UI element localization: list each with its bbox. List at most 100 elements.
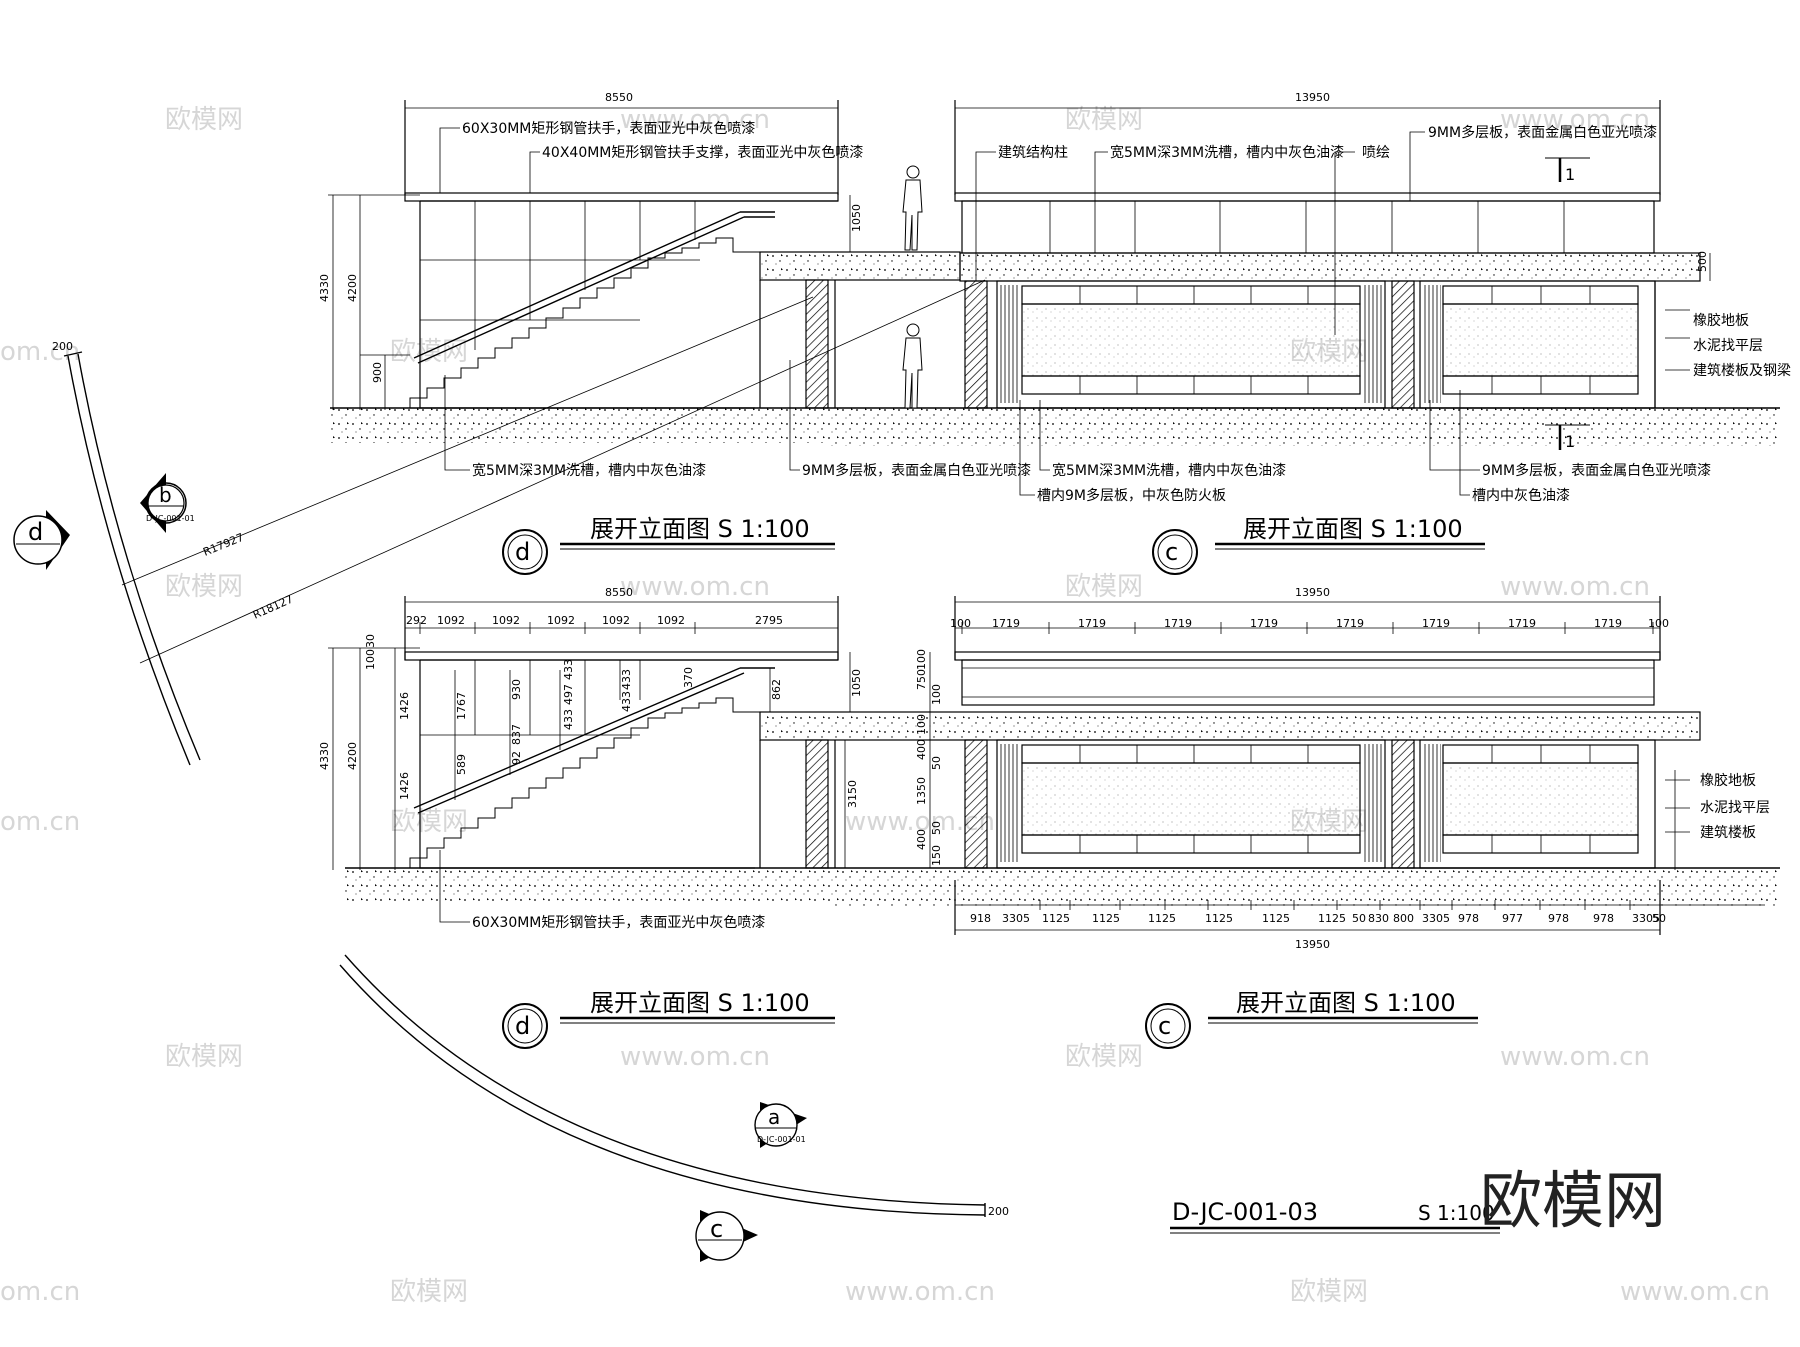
label-paint: 喷绘: [1362, 145, 1390, 161]
title-text: 展开立面图 S 1:100: [1243, 515, 1463, 543]
dim-top-segment: 1092: [547, 614, 575, 627]
curved-wall-outer: [344, 954, 986, 1206]
dim-inner: 433: [562, 659, 575, 680]
label-handrail: 60X30MM矩形钢管扶手，表面亚光中灰色喷漆: [462, 120, 755, 137]
dim-bottom-segment: 1125: [1262, 912, 1290, 925]
dim-top-segment: 1092: [657, 614, 685, 627]
title-marker-letter: c: [1158, 1012, 1171, 1040]
dim-inner: 1767: [455, 692, 468, 720]
dim-inner: 862: [770, 679, 783, 700]
dim-top-segment: 1719: [1250, 617, 1278, 630]
dim-left-segment: 1426: [398, 772, 411, 800]
dim-height: 4200: [346, 742, 359, 770]
dim-inner: 433: [562, 709, 575, 730]
dim-bottom-segment: 978: [1548, 912, 1569, 925]
label-groove-paint: 槽内中灰色油漆: [1472, 487, 1570, 504]
dim-top-segment: 1092: [492, 614, 520, 627]
watermark-text: www.om.cn: [620, 105, 770, 135]
dim-bottom-segment: 1125: [1148, 912, 1176, 925]
dim-height: 500: [1696, 251, 1709, 272]
dim-bottom-segment: 830: [1368, 912, 1389, 925]
label-groove-bottom: 宽5MM深3MM洗槽，槽内中灰色油漆: [1052, 462, 1286, 479]
dim-inner: 497: [562, 684, 575, 705]
label-board-top: 9MM多层板，表面金属白色亚光喷漆: [1428, 124, 1657, 141]
watermark-text: 欧模网: [1290, 1277, 1368, 1307]
dim-top-segment: 100: [1648, 617, 1669, 630]
watermark-text: www.om.cn: [1500, 105, 1650, 135]
dim-inner: 433: [620, 669, 633, 690]
dim-right-segment: 50: [930, 821, 943, 835]
plan-marker-ref: D-JC-001-01: [757, 1135, 806, 1144]
curved-wall-plan-upper: [63, 279, 986, 766]
dim-left-segment: 30: [364, 634, 377, 648]
wall-thickness-label: 200: [52, 340, 73, 353]
label-rubber-floor: 橡胶地板: [1700, 772, 1756, 789]
radius-line-2: [139, 279, 986, 664]
watermark-text: 欧模网: [165, 572, 243, 602]
label-slab: 建筑楼板: [1700, 825, 1756, 841]
label-board-bottom: 9MM多层板，表面金属白色亚光喷漆: [1482, 462, 1711, 479]
dim-overall-width: 8550: [605, 91, 633, 104]
title-text: 展开立面图 S 1:100: [590, 989, 810, 1017]
elevation-c-lower: [835, 596, 1780, 935]
title-marker-letter: d: [515, 538, 530, 566]
radius-label-2: R18127: [251, 593, 295, 622]
watermark-layer: 欧模网 www.om.cn 欧模网 www.om.cn om.cn 欧模网 欧模…: [0, 105, 1770, 1307]
dim-top-segment: 1719: [1508, 617, 1536, 630]
watermark-logo-text: 欧模网: [1480, 1164, 1666, 1237]
title-marker-letter: d: [515, 1012, 530, 1040]
dim-top-segment: 1092: [602, 614, 630, 627]
dim-bottom-segment: 3305: [1632, 912, 1660, 925]
label-cement-layer: 水泥找平层: [1700, 800, 1770, 816]
dim-inner: 837: [510, 724, 523, 745]
plan-marker-ref: D-JC-001-01: [146, 514, 195, 523]
title-block-c-lower: c 展开立面图 S 1:100: [1145, 989, 1478, 1049]
leader-lines-c-upper: [975, 131, 1690, 496]
section-mark-number: 1: [1565, 432, 1575, 451]
watermark-text: www.om.cn: [1620, 1277, 1770, 1307]
label-groove: 宽5MM深3MM洗槽，槽内中灰色油漆: [472, 462, 706, 479]
elevation-c-upper: [830, 100, 1780, 450]
dim-left-segment: 100: [364, 649, 377, 670]
dim-top-segment: 2795: [755, 614, 783, 627]
title-block-c-upper: c 展开立面图 S 1:100: [1152, 515, 1485, 575]
dim-right-segment: 150: [930, 845, 943, 866]
plan-marker-c: c: [695, 1210, 758, 1262]
watermark-text: 欧模网: [1065, 105, 1143, 135]
curved-wall-outer: [67, 355, 191, 766]
watermark-text: www.om.cn: [1500, 572, 1650, 602]
dim-inner: 433: [620, 691, 633, 712]
dim-bottom-segment: 1125: [1092, 912, 1120, 925]
watermark-text: 欧模网: [1065, 1042, 1143, 1072]
scale-figure: [902, 165, 923, 409]
title-text: 展开立面图 S 1:100: [1236, 989, 1456, 1017]
label-handrail: 60X30MM矩形钢管扶手，表面亚光中灰色喷漆: [472, 914, 765, 931]
section-mark-number: 1: [1565, 165, 1575, 184]
dim-top-segment: 1719: [1594, 617, 1622, 630]
dim-right-segment: 400: [915, 829, 928, 850]
watermark-text: 欧模网: [390, 1277, 468, 1307]
dim-overall-width: 13950: [1295, 938, 1330, 951]
dim-right-segment: 100: [915, 649, 928, 670]
dim-height: 1050: [850, 204, 863, 232]
label-cement-layer: 水泥找平层: [1693, 338, 1763, 354]
dim-inner: 370: [682, 667, 695, 688]
dim-height: 4330: [318, 274, 331, 302]
dim-inner: 930: [510, 679, 523, 700]
dim-top-segment: 292: [406, 614, 427, 627]
plan-marker-letter: d: [28, 518, 43, 546]
watermark-text: 欧模网: [165, 105, 243, 135]
dim-top-segment: 1092: [437, 614, 465, 627]
curved-wall-plan-lower: [339, 954, 986, 1217]
dim-bottom-segment: 1125: [1205, 912, 1233, 925]
leader-lines-d-upper: [439, 127, 800, 471]
dim-overall-width: 8550: [605, 586, 633, 599]
label-handrail-support: 40X40MM矩形钢管扶手支撑，表面亚光中灰色喷漆: [542, 144, 863, 161]
title-text: 展开立面图 S 1:100: [590, 515, 810, 543]
dim-top-segment: 1719: [1164, 617, 1192, 630]
dim-bottom-segment: 977: [1502, 912, 1523, 925]
dim-inner: 3150: [846, 780, 859, 808]
watermark-text: om.cn: [0, 1277, 80, 1307]
dim-top-segment: 100: [950, 617, 971, 630]
